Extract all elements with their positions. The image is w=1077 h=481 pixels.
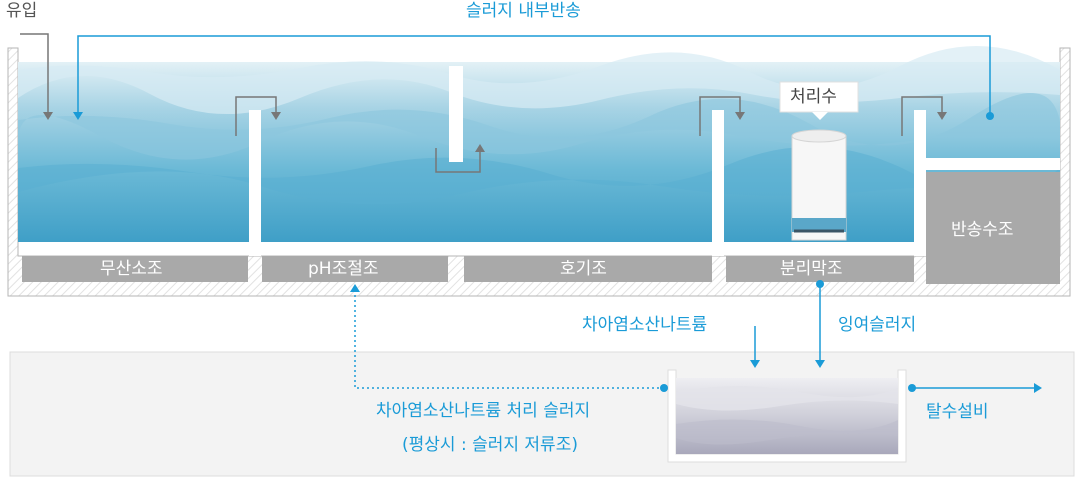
- treated-sludge-label: 차아염소산나트륨 처리 슬러지: [376, 401, 591, 421]
- label-bar-membrane: [726, 256, 914, 282]
- dotted-return-line: [350, 284, 668, 392]
- water-body: [18, 45, 1060, 242]
- divider-wall-1: [249, 110, 261, 256]
- treated-sludge-note: (평상시 : 슬러지 저류조): [402, 435, 578, 455]
- return-tank: [926, 172, 1060, 284]
- dewatering-label: 탈수설비: [926, 402, 989, 422]
- tank-return-label: 반송수조: [951, 220, 1014, 240]
- label-bar-aerobic: [464, 256, 712, 282]
- treated-water-label: 처리수: [790, 87, 837, 107]
- baffle: [449, 66, 463, 162]
- excess-sludge-label: 잉여슬러지: [838, 315, 917, 335]
- overflow-arrows: [20, 33, 943, 173]
- divider-wall-3: [914, 110, 926, 256]
- tank-ph-label: pH조절조: [308, 259, 379, 279]
- label-bar-anoxic: [22, 256, 248, 282]
- tank-anoxic-label: 무산소조: [100, 259, 163, 279]
- internal-return-label: 슬러지 내부반송: [466, 1, 581, 21]
- overflow-arrowheads: [43, 112, 947, 152]
- inflow-label: 유입: [6, 1, 38, 21]
- naocl-arrow: [750, 326, 760, 368]
- sludge-tank: [667, 369, 907, 463]
- label-bar-ph: [262, 256, 448, 282]
- sodium-hypochlorite-label: 차아염소산나트륨: [582, 315, 708, 335]
- return-tank-top-wall: [914, 158, 1060, 170]
- tank-membrane-label: 분리막조: [780, 259, 843, 279]
- dewatering-arrow: [908, 383, 1042, 393]
- tank-aerobic-label: 호기조: [560, 259, 607, 279]
- internal-return-line: [73, 35, 994, 120]
- divider-wall-2: [712, 110, 724, 256]
- treated-water-callout: [779, 81, 859, 120]
- excess-sludge-arrow: [815, 280, 825, 368]
- membrane-module: [791, 129, 847, 241]
